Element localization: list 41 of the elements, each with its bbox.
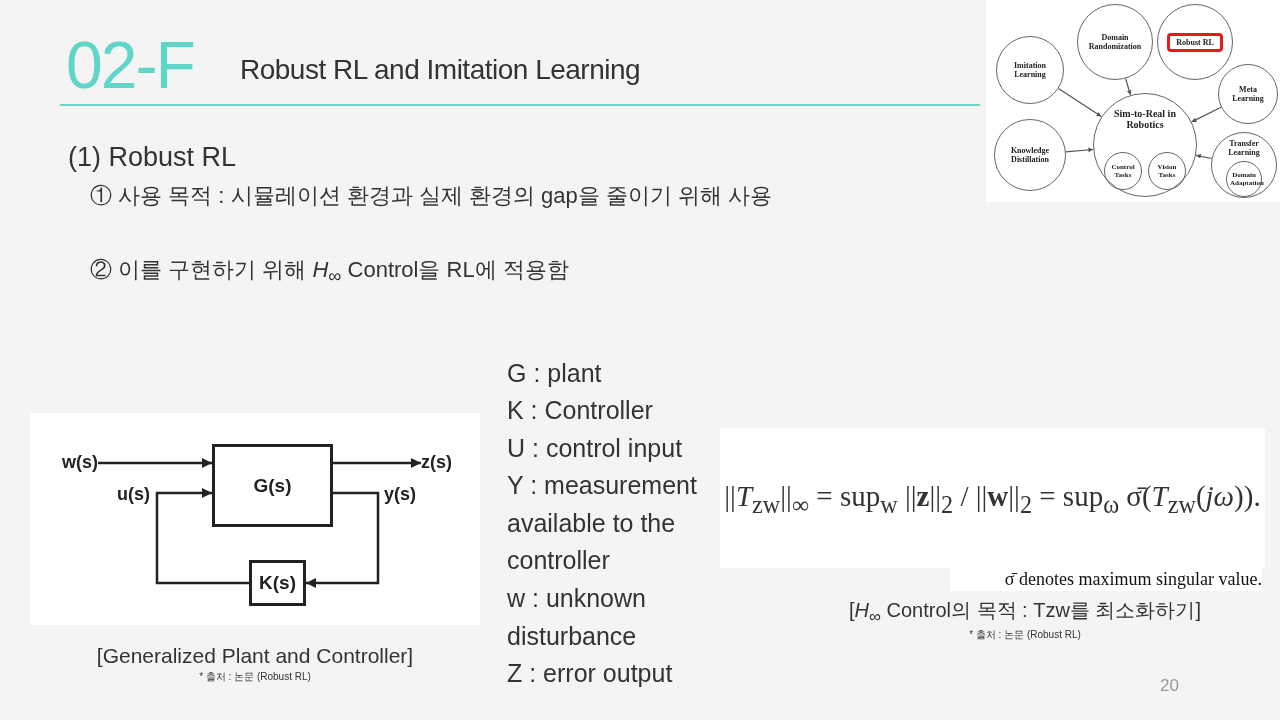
- definition-text: K : Controller: [507, 395, 654, 426]
- topic-label: Transfer Learning: [1227, 139, 1261, 157]
- edge-label: y(s): [384, 484, 416, 505]
- signal-label: w(s): [62, 452, 98, 473]
- source-note: * 출처 : 논문 (Robust RL): [968, 628, 1082, 641]
- topic-label: Knowledge Distillation: [1009, 146, 1051, 164]
- definition-text: G : plant: [507, 358, 603, 389]
- signal-label: z(s): [421, 452, 452, 473]
- arrow: [306, 491, 380, 588]
- arrow: [98, 458, 212, 468]
- arrow: [1195, 153, 1213, 160]
- page-number: 20: [1160, 675, 1179, 696]
- block-label: G(s): [253, 474, 292, 497]
- topic-label: Robust RL: [1175, 37, 1215, 47]
- definition-text: Z : error output: [507, 658, 674, 689]
- topic-label: Sim-to-Real in Robotics: [1113, 108, 1177, 130]
- topic-label: Meta Learning: [1231, 85, 1265, 103]
- arrow: [1057, 88, 1102, 118]
- arrow: [1191, 106, 1222, 123]
- arrow: [1125, 77, 1132, 96]
- controller-block: [249, 560, 306, 606]
- figure-caption: [Generalized Plant and Controller]: [95, 643, 415, 669]
- slide-title: Robust RL and Imitation Learning: [240, 54, 641, 86]
- block-label: K(s): [259, 572, 296, 594]
- arrow: [333, 458, 421, 468]
- formula: ||T$_{zw}$||$_{∞}$ = sup$_{w}$ ||z||$_{2}$ / ||w||$_{2}$ = sup$_{ω}$ σ̄(T$_{zw}$(jω)).: [723, 479, 1262, 520]
- edge-label: u(s): [117, 484, 150, 505]
- bullet-text: ② 이를 구현하기 위해 H$_{∞}$ Control을 RL에 적용함: [90, 256, 569, 289]
- definition-text: w : unknown disturbance: [507, 583, 647, 652]
- plant-block: [212, 444, 333, 527]
- section-heading: (1) Robust RL: [68, 141, 237, 174]
- topic-label: Imitation Learning: [1013, 61, 1047, 79]
- source-note: * 출처 : 논문 (Robust RL): [198, 670, 312, 683]
- arrow: [155, 488, 249, 585]
- section-number: 02-F: [66, 27, 194, 104]
- definition-text: U : control input: [507, 433, 684, 464]
- topic-label: Domain Randomization: [1087, 33, 1143, 51]
- formula-note: σ̄ denotes maximum singular value.: [950, 568, 1262, 591]
- figure-caption: [H$_{∞}$ Control의 목적 : Tzw를 최소화하기]: [848, 598, 1202, 628]
- bullet-text: ① 사용 목적 : 시뮬레이션 환경과 실제 환경의 gap을 줄이기 위해 사용: [90, 182, 773, 210]
- arrow: [1065, 147, 1094, 153]
